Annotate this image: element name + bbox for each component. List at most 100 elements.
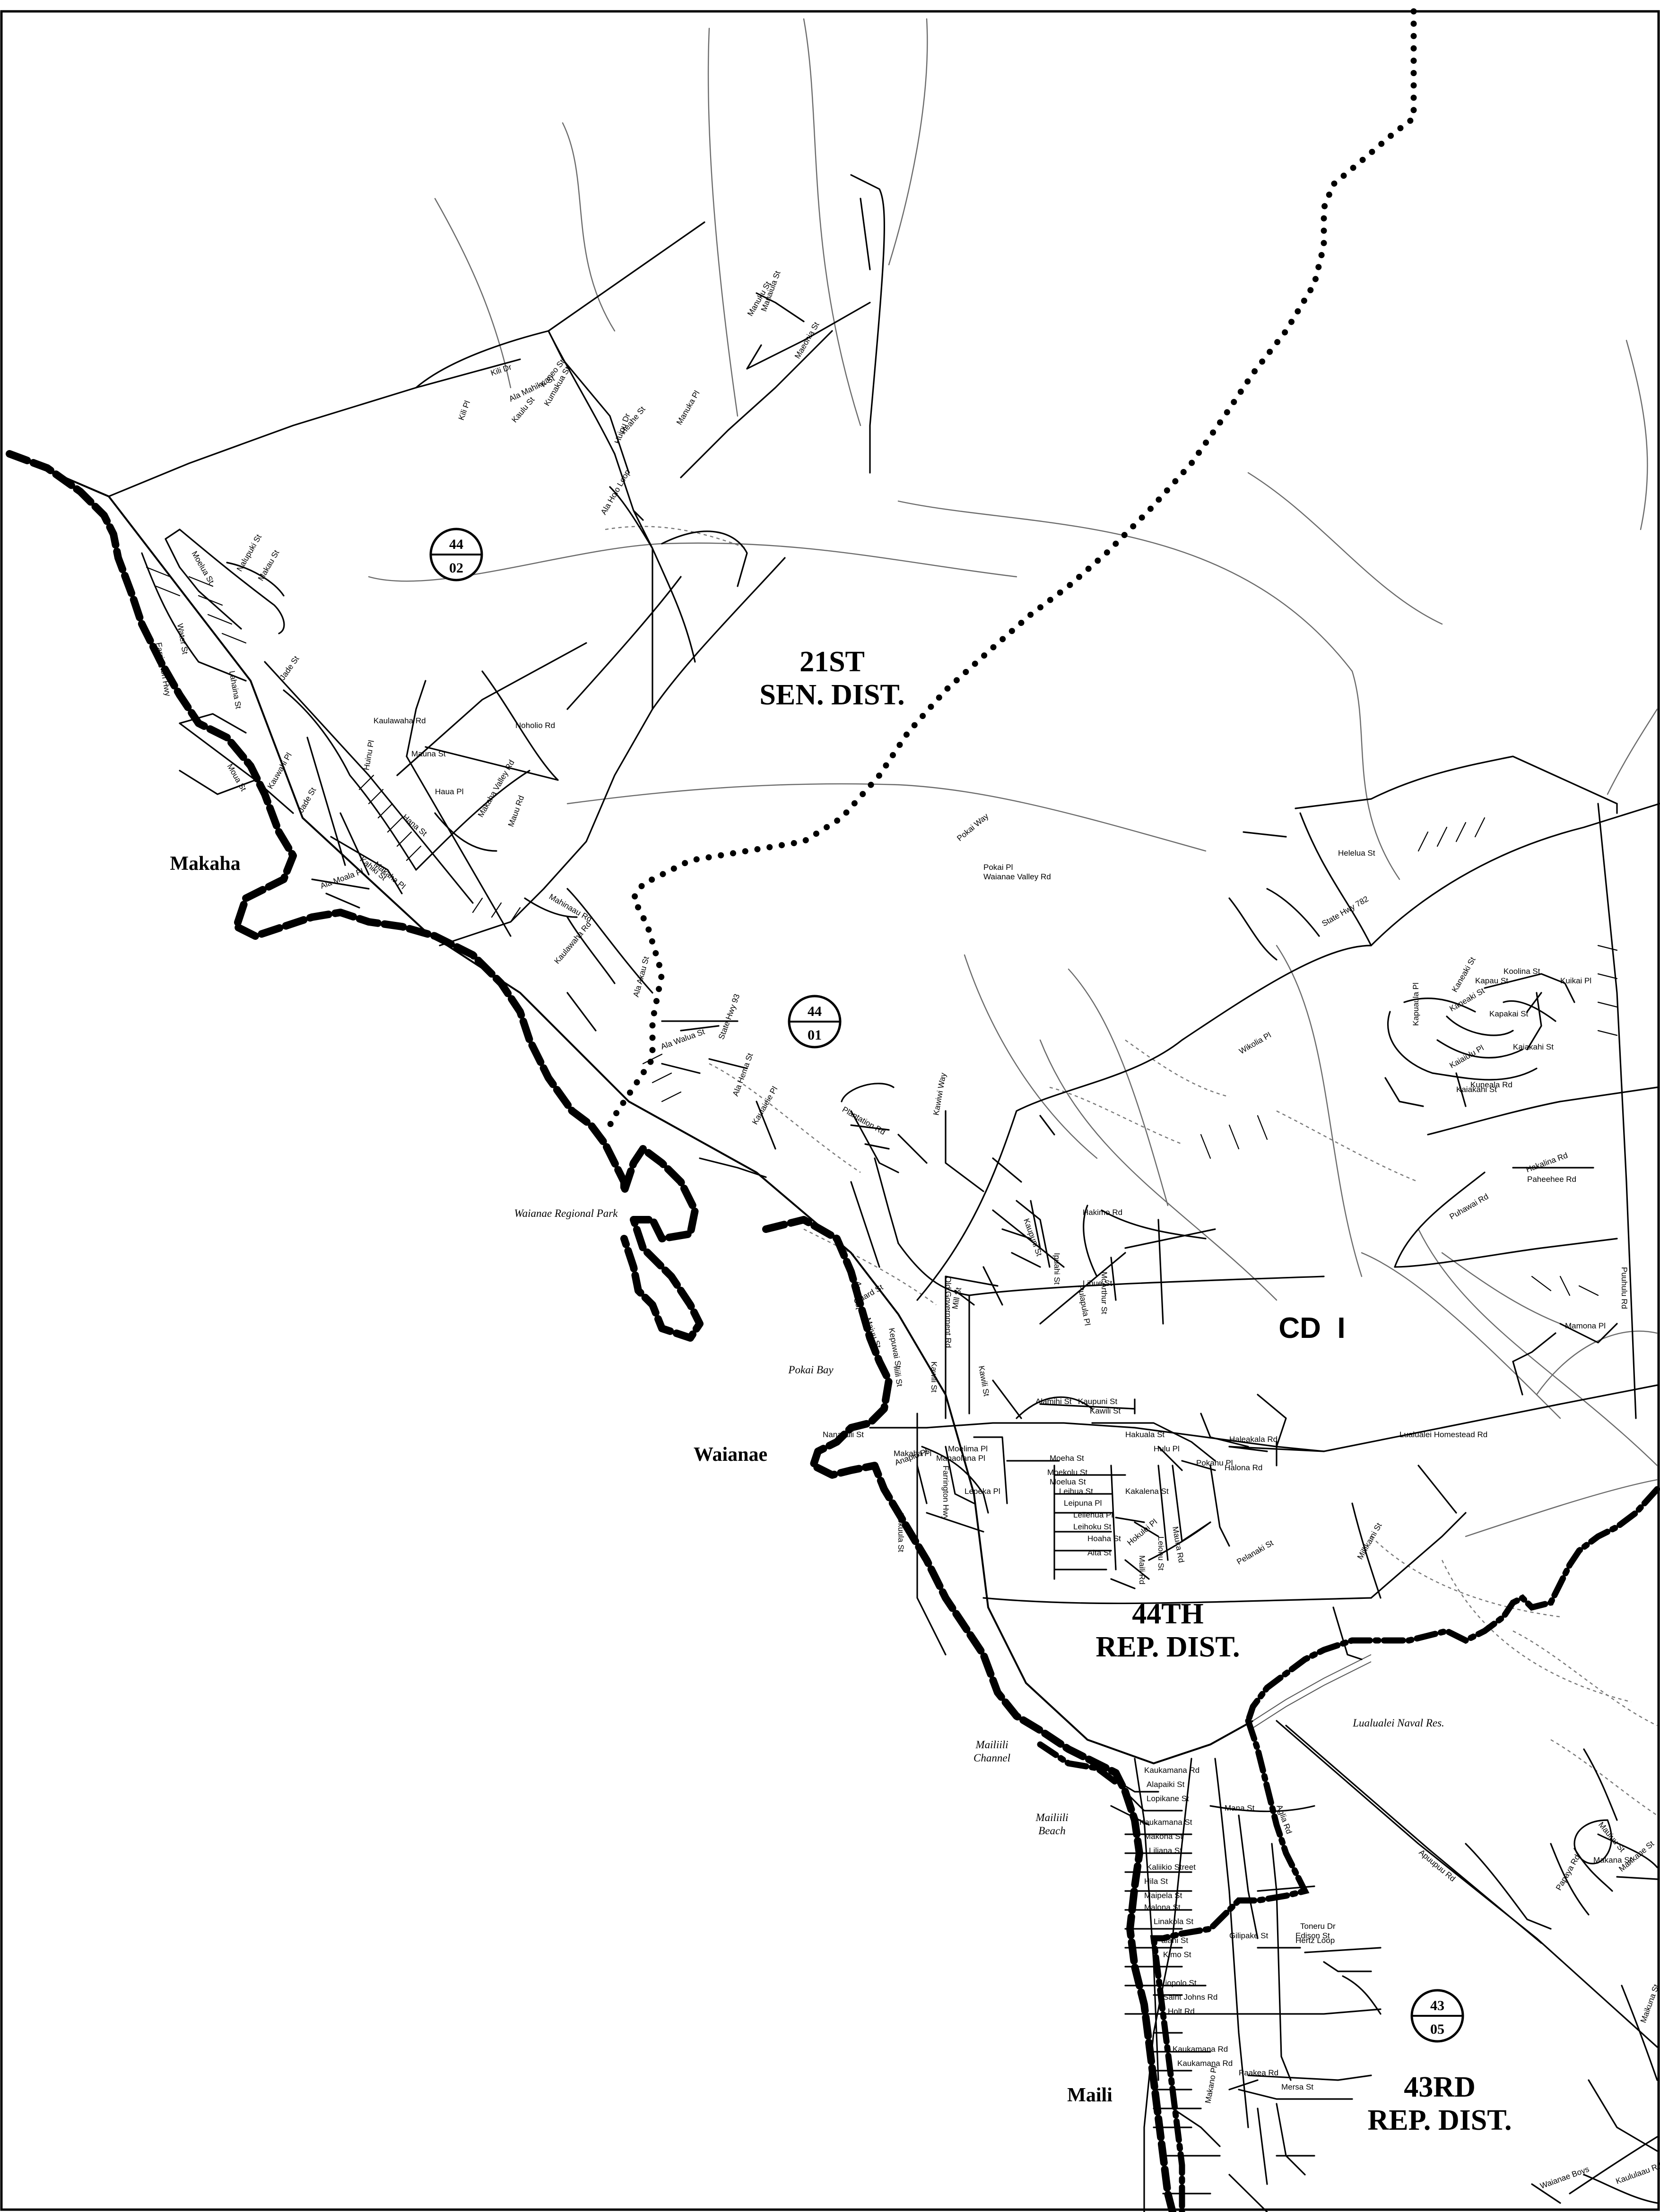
street-label: Haleakala Rd	[1229, 1435, 1278, 1444]
street-label: Kakalena St	[1125, 1487, 1169, 1496]
street-label: Liopolo St	[1161, 1978, 1197, 1987]
street-label: Mamona Pl	[1565, 1321, 1606, 1330]
street-label: Palani St	[1156, 1936, 1188, 1945]
street-label: Farrington Hwy	[154, 642, 173, 697]
street-label: Kaiakahi St	[1513, 1042, 1554, 1051]
trails	[605, 526, 1658, 1816]
street-label: Ala Akau St	[632, 955, 651, 998]
street-label: Pokahu Pl	[1196, 1458, 1233, 1467]
street-label: Jade St	[278, 654, 301, 682]
street-label: Makaha Valley Rd	[476, 758, 516, 819]
svg-text:01: 01	[808, 1027, 822, 1043]
street-label: Farrington Hwy	[941, 1466, 950, 1520]
street-label: Hokuula St	[896, 1513, 905, 1552]
street-label: Ipuahi St	[1052, 1253, 1061, 1284]
street-label: Malona St	[1144, 1903, 1181, 1912]
street-label: Holt Rd	[1168, 2007, 1195, 2016]
street-label: McArthur St	[1100, 1272, 1109, 1314]
street-label: Puuhulu Rd	[1620, 1267, 1629, 1309]
street-label: Wikolia Pl	[1238, 1031, 1273, 1056]
street-label: Kawiwi Way	[931, 1072, 948, 1116]
rep-district-boundary	[1037, 1486, 1660, 2212]
street-label: Helelua St	[1338, 849, 1375, 858]
street-label: Moelua St	[190, 550, 216, 586]
road-network[interactable]	[9, 174, 1660, 2212]
street-label: Waianae Boys	[1539, 2165, 1590, 2191]
street-label: Mauu Rd	[506, 794, 526, 828]
street-label: Plantation Rd	[841, 1105, 887, 1136]
street-label: Kawili St	[977, 1365, 991, 1397]
street-label: Kepuwai St	[887, 1327, 903, 1369]
street-label: Hoaha St	[1087, 1534, 1121, 1543]
street-label: State Hwy 93	[717, 993, 741, 1041]
street-label: Pokai Pl	[983, 863, 1013, 872]
street-label: Makau St	[256, 548, 281, 582]
street-label: Toneru Dr	[1300, 1922, 1336, 1931]
street-label: Kaukamana Rd	[1173, 2045, 1228, 2054]
street-label: Manaolana Pl	[936, 1454, 985, 1463]
place-labels: Makaha Waianae Maili	[170, 853, 1112, 2106]
parcel-ticks	[146, 566, 1618, 1296]
street-label: Pokai Way	[955, 811, 990, 843]
street-label: Kapuaula Pl	[1411, 982, 1420, 1026]
place-label-makaha: Makaha	[170, 853, 240, 875]
street-label: Lihue St	[1083, 1279, 1112, 1288]
water-labels: Waianae Regional Park Pokai Bay Mailiili…	[514, 1207, 1444, 1837]
street-label: Ala Hema St	[731, 1052, 755, 1097]
street-label: Mana St	[1225, 1804, 1255, 1813]
street-label: Mauna St	[411, 749, 446, 758]
street-label: Kaukamana St	[1139, 1818, 1192, 1827]
svg-text:43: 43	[1430, 1998, 1444, 2013]
street-label: Nalupuki St	[235, 533, 263, 573]
street-label: Lopikane St	[1147, 1794, 1189, 1803]
street-label: Kaukamana Rd	[1144, 1766, 1199, 1775]
street-label: Kapau St	[1475, 976, 1508, 985]
street-label: Koolina St	[1504, 967, 1540, 976]
street-label: Hakalina Rd	[1525, 1151, 1569, 1174]
street-label: Mahinaau Rd	[548, 892, 593, 924]
street-label: Linakola St	[1154, 1917, 1193, 1926]
street-label: Kaliikio Street	[1147, 1863, 1196, 1872]
street-label: Moelua St	[1050, 1477, 1086, 1486]
street-label: Mauiuu St	[1597, 1820, 1627, 1854]
street-label: Moekolu St	[1047, 1468, 1087, 1477]
street-label: Makano Pl	[1203, 2065, 1219, 2104]
street-label: Hakimo Rd	[1083, 1208, 1122, 1217]
street-label: Maeonia St	[793, 321, 821, 360]
street-label: Apuupuu Rd	[1417, 1848, 1457, 1883]
street-label: Pulapula Pl	[1076, 1284, 1092, 1326]
senate-district-boundary	[602, 8, 1417, 1138]
street-label: Leihua St	[1059, 1487, 1093, 1496]
map-frame	[0, 10, 1660, 2211]
street-label: Lahaina St	[227, 670, 243, 710]
street-label: Paheehee Rd	[1527, 1175, 1576, 1184]
street-label: Liliana St	[1149, 1846, 1182, 1855]
street-label: Alapaiki St	[1147, 1780, 1185, 1789]
street-label: Maipela St	[1144, 1891, 1182, 1900]
precinct-badges[interactable]: 44 02 44 01 43 05	[429, 528, 1464, 2043]
svg-text:02: 02	[449, 560, 463, 576]
street-label: Manuka Pl	[675, 389, 702, 426]
street-label: Old Government Rd	[944, 1276, 953, 1348]
street-label: Kaulawaha Rd	[374, 716, 426, 725]
street-label: Hulu Pl	[1154, 1444, 1180, 1453]
street-label: Millikami St	[1356, 1521, 1384, 1561]
street-label: Makona St	[1144, 1832, 1183, 1841]
water-label-pokai-bay: Pokai Bay	[788, 1364, 834, 1376]
precinct-badge-44-02[interactable]: 44 02	[429, 528, 483, 581]
street-label: Pelanaki St	[1235, 1538, 1275, 1567]
street-label: Kuneala Rd	[1470, 1080, 1512, 1089]
street-label: Hana St	[400, 813, 428, 838]
street-label: Makana St	[1593, 1856, 1632, 1865]
precinct-badge-44-01[interactable]: 44 01	[788, 995, 842, 1049]
street-label: Edison St	[1295, 1931, 1330, 1940]
precinct-badge-43-05[interactable]: 43 05	[1410, 1989, 1464, 2043]
street-label: Jade St	[296, 786, 318, 814]
